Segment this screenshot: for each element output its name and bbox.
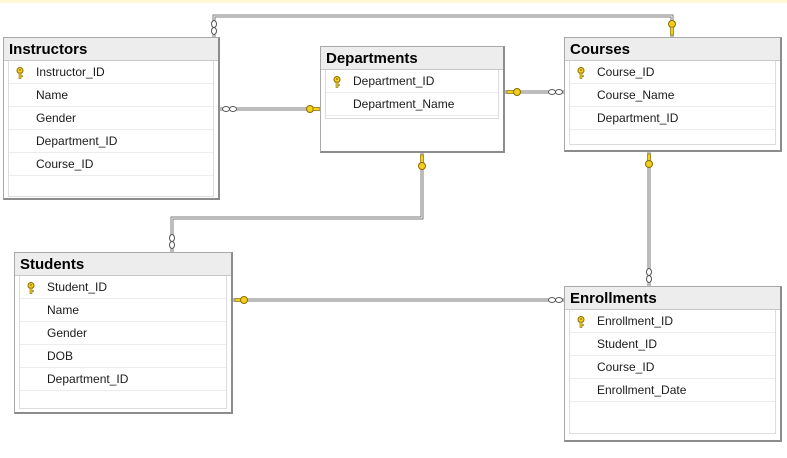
column-row[interactable]: Course_Name: [570, 84, 775, 107]
column-row[interactable]: Course_ID: [9, 153, 213, 176]
column-name: Gender: [36, 111, 77, 125]
column-name: Course_ID: [36, 157, 94, 171]
table-departments[interactable]: Departments Department_ID Department_Name: [320, 46, 505, 153]
column-row[interactable]: DOB: [20, 345, 226, 368]
column-row[interactable]: Course_ID: [570, 356, 775, 379]
many-end-marker: [548, 89, 563, 95]
column-row[interactable]: Enrollment_ID: [570, 310, 775, 333]
relationship-departments-students[interactable]: [169, 153, 426, 252]
column-name: DOB: [47, 349, 74, 363]
column-name: Department_Name: [353, 97, 455, 111]
table-title[interactable]: Courses: [565, 38, 780, 61]
primary-key-icon: [15, 66, 25, 79]
primary-key-icon: [332, 75, 342, 88]
primary-key-icon: [576, 315, 586, 328]
column-row[interactable]: Department_Name: [326, 93, 498, 116]
many-end-marker: [548, 297, 563, 303]
column-name: Student_ID: [597, 337, 658, 351]
column-name: Gender: [47, 326, 88, 340]
key-end-marker: [306, 105, 321, 113]
table-title[interactable]: Instructors: [4, 38, 218, 61]
column-row[interactable]: Enrollment_Date: [570, 379, 775, 402]
column-row[interactable]: Name: [9, 84, 213, 107]
column-list: Enrollment_ID Student_ID Course_ID Enrollme…: [569, 310, 776, 434]
column-name: Student_ID: [47, 280, 108, 294]
column-name: Instructor_ID: [36, 65, 105, 79]
column-name: Enrollment_Date: [597, 383, 687, 397]
column-name: Name: [36, 88, 69, 102]
key-end-marker: [418, 154, 426, 170]
primary-key-icon: [26, 281, 36, 294]
column-row[interactable]: Department_ID: [20, 368, 226, 391]
column-name: Course_ID: [597, 360, 655, 374]
column-row[interactable]: Department_ID: [326, 70, 498, 93]
key-end-marker: [506, 88, 521, 96]
top-highlight-strip: [0, 0, 787, 3]
relationship-students-enrollments[interactable]: [233, 296, 566, 304]
relationship-courses-enrollments[interactable]: [645, 152, 653, 286]
table-title[interactable]: Students: [15, 253, 231, 276]
column-row[interactable]: Student_ID: [570, 333, 775, 356]
column-name: Course_Name: [597, 88, 675, 102]
column-name: Department_ID: [47, 372, 129, 386]
many-end-marker: [211, 20, 217, 35]
key-end-marker: [668, 20, 676, 36]
table-enrollments[interactable]: Enrollments Enrollment_ID Student_ID Cours…: [564, 286, 782, 442]
column-row[interactable]: Department_ID: [570, 107, 775, 130]
relationship-departments-courses[interactable]: [505, 88, 565, 96]
table-title[interactable]: Enrollments: [565, 287, 780, 310]
key-end-marker: [234, 296, 248, 304]
many-end-marker: [222, 106, 237, 112]
column-name: Enrollment_ID: [597, 314, 674, 328]
column-name: Name: [47, 303, 80, 317]
column-name: Department_ID: [36, 134, 118, 148]
column-list: Department_ID Department_Name: [325, 70, 499, 119]
column-row[interactable]: Gender: [9, 107, 213, 130]
column-row[interactable]: Name: [20, 299, 226, 322]
relationship-departments-instructors[interactable]: [219, 105, 322, 113]
relationship-courses-instructors[interactable]: [211, 14, 676, 40]
column-name: Course_ID: [597, 65, 655, 79]
column-row[interactable]: Course_ID: [570, 61, 775, 84]
column-name: Department_ID: [353, 74, 435, 88]
column-row[interactable]: Instructor_ID: [9, 61, 213, 84]
column-row[interactable]: Gender: [20, 322, 226, 345]
column-row[interactable]: Department_ID: [9, 130, 213, 153]
many-end-marker: [169, 234, 175, 249]
column-row[interactable]: Student_ID: [20, 276, 226, 299]
table-title[interactable]: Departments: [321, 47, 503, 70]
many-end-marker: [646, 268, 652, 283]
primary-key-icon: [576, 66, 586, 79]
column-name: Department_ID: [597, 111, 679, 125]
key-end-marker: [645, 153, 653, 168]
